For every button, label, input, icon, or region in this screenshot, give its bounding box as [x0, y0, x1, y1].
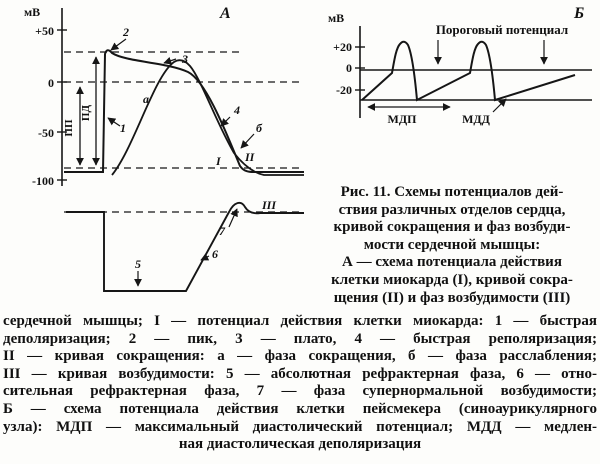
phase-3-label: 3 — [181, 52, 188, 66]
excitability-curve — [66, 201, 304, 292]
legend-line: Б — схема потенциала действия клетки пей… — [3, 400, 597, 417]
caption-line: мости сердечной мышцы: — [363, 236, 541, 253]
leader-to-relative-refractory — [200, 253, 210, 261]
panel-b-axis-unit: мВ — [328, 11, 344, 25]
contraction-curve — [111, 59, 304, 176]
figure-caption: Рис. 11. Схемы потенциалов дей- ствия ра… — [306, 184, 598, 307]
legend-line: III — кривая возбудимости: 5 — абсолютна… — [3, 365, 597, 382]
caption-line: ствия различных отделов сердца, — [338, 201, 566, 218]
leader-to-relaxation — [240, 133, 255, 149]
panel-a-tick-plus50: +50 — [35, 24, 54, 38]
relaxation-phase-label: б — [256, 121, 263, 135]
resting-potential-label: ПП — [63, 119, 75, 137]
panel-a-tick-minus50: -50 — [38, 126, 54, 140]
panel-a-tick-zero: 0 — [48, 76, 54, 90]
legend-line: сительная рефрактерная фаза, 7 — фаза су… — [3, 383, 597, 400]
leader-to-repolarization — [220, 116, 231, 127]
legend-line: сердечной мышцы; I — потенциал действия … — [3, 313, 597, 329]
caption-line: Рис. 11. Схемы потенциалов дей- — [340, 184, 564, 200]
legend-line: ная диастолическая деполяризация — [178, 436, 422, 453]
caption-line: клетки миокарда (I), кривой сокра- — [331, 271, 573, 288]
leader-to-upstroke — [107, 117, 121, 127]
panel-b-corner-label: Б — [573, 5, 584, 22]
panel-b-y-axis — [355, 26, 365, 118]
panel-a-y-axis — [57, 8, 67, 186]
caption-line: кривой сокращения и фаз возбуди- — [333, 219, 571, 236]
phase-6-label: 6 — [212, 247, 218, 261]
panel-b-diagram: Б мВ +20 0 -20 Пороговый потенциал МДП М… — [328, 5, 592, 126]
mdp-label: МДП — [388, 112, 418, 126]
curve-3-label: III — [261, 198, 277, 212]
panel-b-tick-zero: 0 — [346, 61, 352, 75]
action-potential-amplitude-label: ПД — [80, 105, 92, 122]
panel-b-tick-plus20: +20 — [333, 40, 352, 54]
legend-line: деполяризация; 2 — пик, 3 — плато, 4 — б… — [3, 330, 597, 347]
legend-line: II — кривая сокращения: а — фаза сокраще… — [3, 348, 597, 365]
contraction-phase-label: а — [143, 92, 149, 106]
mdd-label: МДД — [462, 112, 491, 126]
curve-2-label: II — [244, 150, 256, 164]
caption-line: А — схема потенциала действия — [342, 254, 562, 271]
panel-b-reference-lines — [360, 69, 592, 101]
phase-4-label: 4 — [233, 103, 240, 117]
figure-legend: сердечной мышцы; I — потенциал действия … — [3, 313, 597, 454]
panel-a-diagram: мВ +50 0 -50 -100 А ПП ПД 2 3 1 — [24, 5, 304, 292]
phase-2-label: 2 — [122, 25, 129, 39]
threshold-potential-label: Пороговый потенциал — [436, 22, 568, 37]
phase-5-label: 5 — [135, 257, 141, 271]
leader-to-peak — [110, 38, 127, 51]
panel-b-tick-minus20: -20 — [336, 83, 352, 97]
action-potential-curve — [64, 49, 304, 173]
panel-a-dashed-levels — [64, 51, 304, 213]
phase-1-label: 1 — [120, 121, 126, 135]
caption-line: щения (II) и фаз возбудимости (III) — [333, 289, 571, 306]
panel-a-axis-unit: мВ — [24, 5, 40, 19]
phase-7-label: 7 — [219, 224, 226, 238]
legend-line: узла): МДП — максимальный диастолический… — [3, 418, 597, 435]
leader-to-plateau — [163, 56, 177, 65]
mdd-arrow — [492, 98, 507, 113]
panel-a-tick-minus100: -100 — [32, 174, 54, 188]
curve-1-label: I — [215, 154, 222, 168]
panel-a-corner-label: А — [219, 5, 231, 22]
pacemaker-potential-curve — [361, 40, 576, 102]
leader-to-supernormal — [228, 208, 238, 228]
